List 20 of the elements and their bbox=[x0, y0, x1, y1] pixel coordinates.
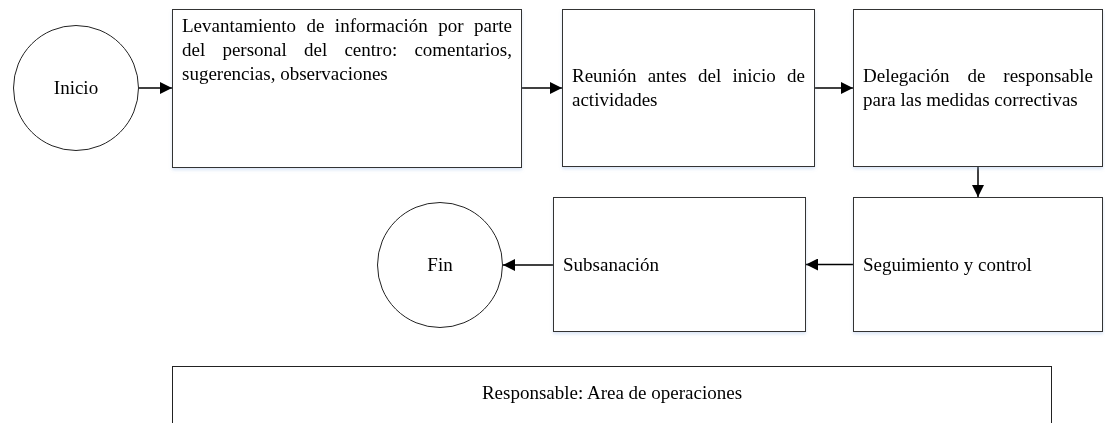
node-text: Reunión antes del inicio de actividades bbox=[572, 64, 805, 112]
arrow bbox=[972, 166, 984, 198]
node-text: Delegación de responsable para las medidas correctivas bbox=[863, 64, 1093, 112]
node-text: Subsanación bbox=[563, 252, 661, 277]
arrow bbox=[138, 82, 173, 94]
arrow bbox=[814, 82, 854, 94]
process-box bbox=[172, 9, 522, 168]
node-text: Inicio bbox=[52, 76, 100, 100]
responsibility-band bbox=[172, 366, 1052, 423]
process-box bbox=[853, 9, 1103, 167]
node-text: Seguimiento y control bbox=[863, 252, 1033, 277]
process-box bbox=[562, 9, 815, 167]
process-box bbox=[553, 197, 806, 332]
process-box bbox=[853, 197, 1103, 332]
node-text: Fin bbox=[426, 253, 454, 277]
node-text: Responsable: Area de operaciones bbox=[480, 381, 744, 405]
arrow bbox=[521, 82, 563, 94]
arrow bbox=[805, 258, 854, 271]
arrow bbox=[502, 259, 554, 271]
node-text: Levantamiento de información por parte del personal del centro: comentarios, sugerencias, observaciones bbox=[182, 14, 512, 86]
